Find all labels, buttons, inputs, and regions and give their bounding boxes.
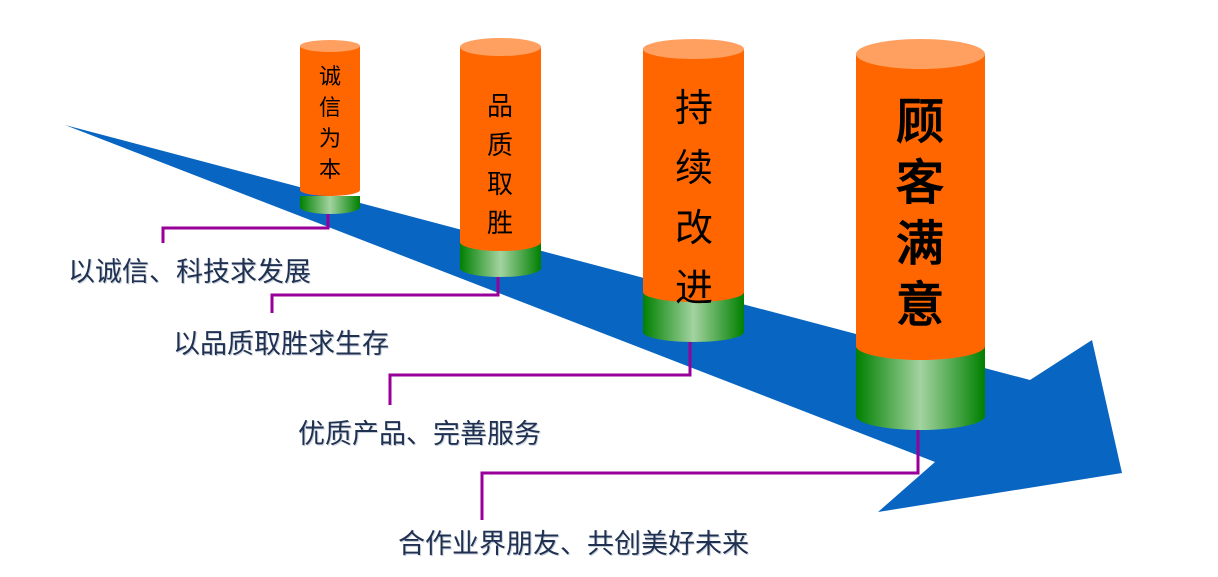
connector-4 [480,430,920,520]
label-1: 以诚信、科技求发展 [68,257,311,288]
cylinder-2-text: 品质取胜 [486,92,513,239]
cylinder-3 [643,39,744,342]
cylinder-1-text: 诚信为本 [318,65,341,183]
label-2: 以品质取胜求生存 [173,329,389,360]
cylinder-4 [856,39,985,430]
connector-2 [270,276,500,313]
cylinder-3-text: 持续改进 [674,86,713,310]
cylinder-1 [300,40,360,214]
connector-1 [161,212,330,243]
cylinder-4-text: 顾客满意 [895,94,944,333]
cylinder-2 [460,38,541,277]
label-3: 优质产品、完善服务 [298,419,541,450]
connector-3 [388,342,692,405]
label-4: 合作业界朋友、共创美好未来 [398,529,749,560]
